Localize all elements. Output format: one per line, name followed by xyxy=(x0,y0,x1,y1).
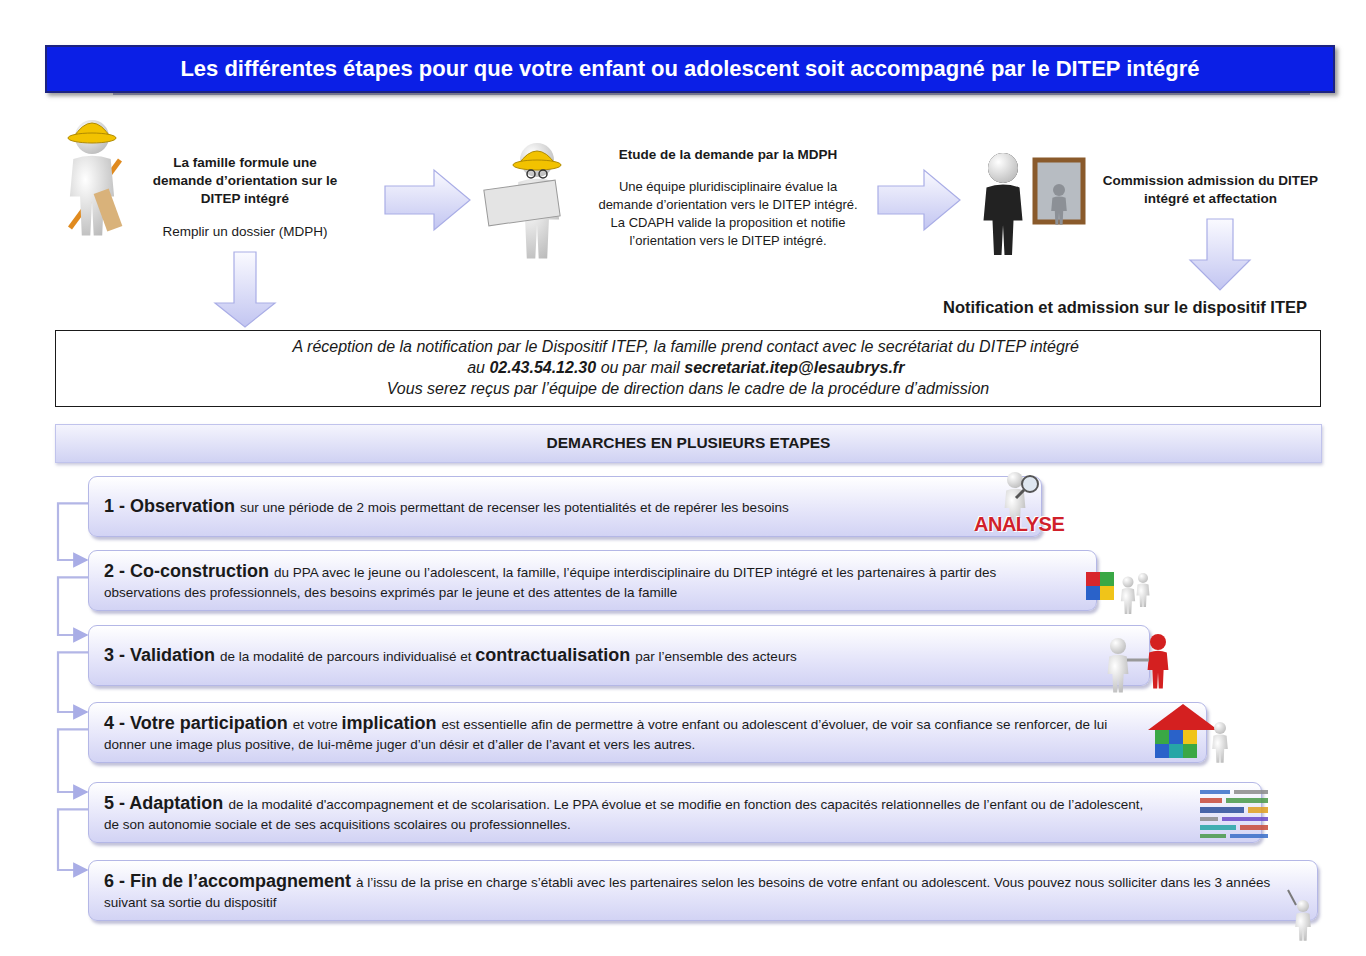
step-box: 4 - Votre participation et votre implicati… xyxy=(88,702,1207,763)
node-content: La famille formule une demande d’orienta… xyxy=(144,154,346,240)
node-heading: A réception de la notification par le Di… xyxy=(293,338,1079,355)
node-content: A réception de la notification par le Di… xyxy=(66,337,1310,399)
node-text: implication xyxy=(342,713,437,733)
step-box: 5 - Adaptationde la modalité d'accompagn… xyxy=(88,782,1262,843)
step-box: 1 - Observation sur une période de 2 mois… xyxy=(88,476,1042,537)
reader-figure xyxy=(484,143,561,259)
node-heading: 6 - Fin de l’accompagnement xyxy=(104,871,351,891)
step-connector xyxy=(58,809,88,870)
title-text: Les différentes étapes pour que votre en… xyxy=(180,56,1199,82)
block-arrow xyxy=(878,170,960,230)
node-text: Remplir un dossier (MDPH) xyxy=(144,223,346,241)
block-arrow xyxy=(385,170,470,230)
node-text: Une équipe pluridisciplinaire évalue la … xyxy=(595,178,861,251)
study-block: Etude de la demande par la MDPH Une équip… xyxy=(475,142,865,262)
node-text: et votre xyxy=(293,717,338,732)
node-heading: DEMARCHES EN PLUSIEURS ETAPES xyxy=(547,434,831,451)
node-content: Notification et admission sur le disposi… xyxy=(907,297,1343,318)
node-content: 1 - Observation sur une période de 2 mois… xyxy=(104,495,866,518)
title-underline xyxy=(113,93,1310,94)
commission-block: Commission admission du DITEP intégré et… xyxy=(965,165,1325,215)
node-heading: 3 - Validation xyxy=(104,645,215,665)
node-content: Commission admission du DITEP intégré et… xyxy=(1100,172,1321,208)
node-heading: 1 - Observation xyxy=(104,496,235,516)
node-text: sur une période de 2 mois permettant de … xyxy=(240,500,789,515)
puzzle-figure xyxy=(1086,572,1150,614)
node-text: 02.43.54.12.30 xyxy=(489,359,596,376)
node-content: 6 - Fin de l’accompagnementà l’issu de l… xyxy=(104,870,1285,912)
node-heading: Etude de la demande par la MDPH xyxy=(595,146,861,164)
block-arrow xyxy=(1190,219,1250,290)
node-content: 2 - Co-constructiondu PPA avec le jeune … xyxy=(104,560,1071,602)
node-heading: Commission admission du DITEP intégré et… xyxy=(1100,172,1321,208)
title-band: Les différentes étapes pour que votre en… xyxy=(45,45,1335,93)
step-connector xyxy=(58,503,88,560)
node-text: de la modalité d'accompagnement et de sc… xyxy=(104,797,1143,832)
step-box: 2 - Co-constructiondu PPA avec le jeune … xyxy=(88,550,1097,611)
node-text: au xyxy=(467,359,485,376)
request-block: La famille formule une demande d’orienta… xyxy=(140,150,350,250)
analysis-figure xyxy=(1005,472,1038,526)
step-box: 3 - Validation de la modalité de parcours… xyxy=(88,625,1150,686)
node-heading: La famille formule une demande d’orienta… xyxy=(144,154,346,209)
node-heading: 2 - Co-construction xyxy=(104,561,269,581)
node-text: par l’ensemble des acteurs xyxy=(635,649,796,664)
block-arrow xyxy=(215,252,275,327)
node-heading: Notification et admission sur le disposi… xyxy=(943,298,1307,316)
step-box: 6 - Fin de l’accompagnementà l’issu de l… xyxy=(88,860,1318,921)
section-band: DEMARCHES EN PLUSIEURS ETAPES xyxy=(55,424,1322,463)
node-text: contractualisation xyxy=(475,645,630,665)
house-figure xyxy=(1148,704,1228,763)
step-connector xyxy=(58,577,88,635)
end-figure xyxy=(1288,890,1311,941)
node-text: secretariat.itep@lesaubrys.fr xyxy=(684,359,904,376)
node-heading: 5 - Adaptation xyxy=(104,793,223,813)
admission-block: Notification et admission sur le disposi… xyxy=(905,294,1345,322)
step-connector xyxy=(58,729,88,792)
word-cloud xyxy=(1200,790,1268,838)
node-text: de la modalité de parcours individualisé… xyxy=(220,649,471,664)
node-content: DEMARCHES EN PLUSIEURS ETAPES xyxy=(66,433,1311,453)
node-heading: 4 - Votre participation xyxy=(104,713,288,733)
node-text: Vous serez reçus par l’équipe de directi… xyxy=(387,380,989,397)
node-content: 5 - Adaptationde la modalité d'accompagn… xyxy=(104,792,1161,834)
step-connector xyxy=(58,652,88,712)
node-content: 3 - Validation de la modalité de parcours… xyxy=(104,644,874,667)
mirror-figure xyxy=(984,153,1084,255)
node-content: 4 - Votre participation et votre implicati… xyxy=(104,712,1116,754)
contact-box: A réception de la notification par le Di… xyxy=(55,330,1321,407)
builder-figure xyxy=(68,120,122,236)
handshake-figure xyxy=(1108,634,1169,692)
node-text: ou par mail xyxy=(601,359,680,376)
node-content: Etude de la demande par la MDPH Une équip… xyxy=(595,146,861,250)
